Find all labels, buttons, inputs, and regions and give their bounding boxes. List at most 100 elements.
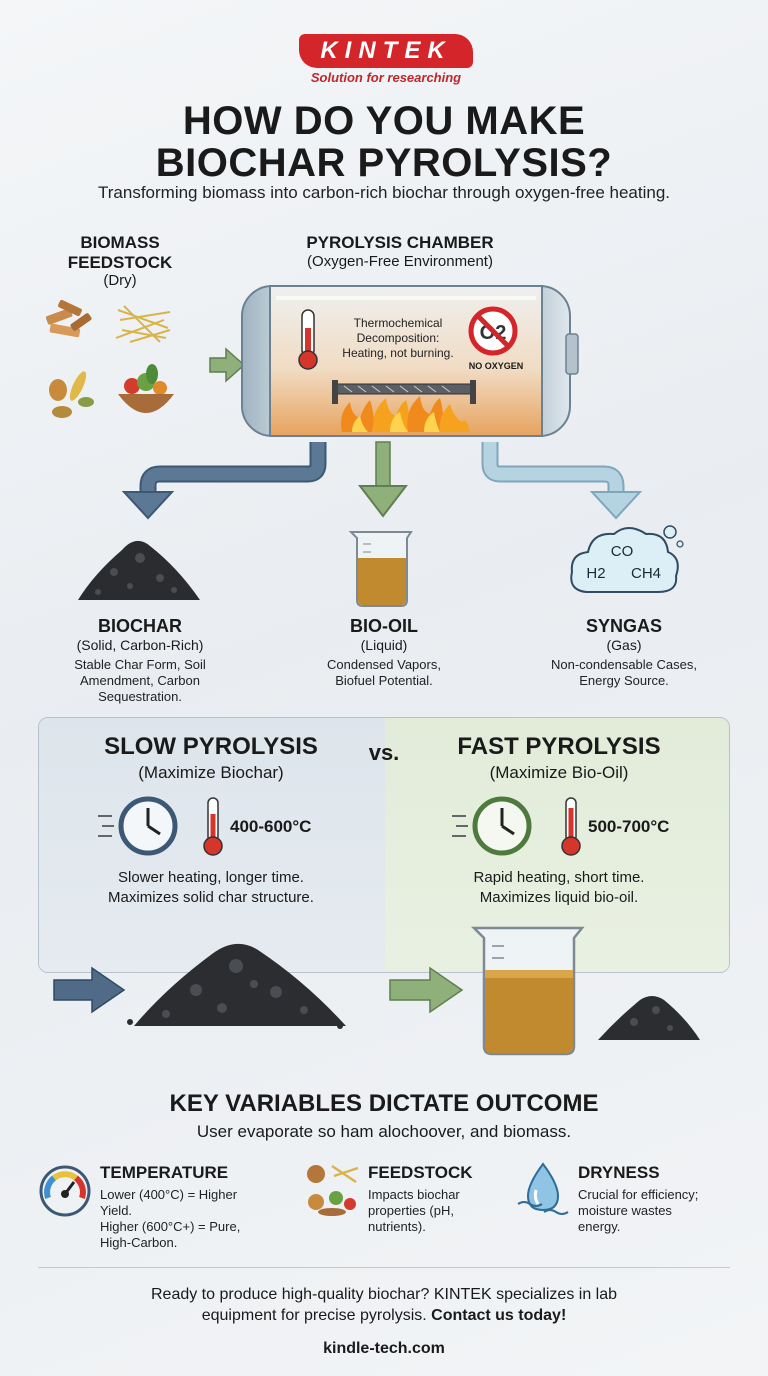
slow-arrow-icon [53,966,126,1014]
title-line-1: HOW DO YOU MAKE [182,99,586,143]
syngas-desc-line-1: Non-condensable Cases, [551,657,697,672]
feedstock-line-2: properties (pH, [368,1203,454,1218]
feedstock-icon [307,1164,359,1216]
dryness-line-3: energy. [578,1219,621,1234]
biooil-arrow-icon [375,441,391,489]
feed-arrow-icon [209,347,246,383]
dryness-line-1: Crucial for efficiency; [578,1187,699,1202]
no-oxygen-icon: O2 [468,306,518,356]
website-link[interactable]: kindle-tech.com [323,1340,445,1357]
feedstock-title-line-1: BIOMASS [80,233,160,252]
syngas-description: Non-condensable Cases, Energy Source. [514,657,734,689]
chamber-note-line-3: Heating, not burning. [342,346,454,360]
biochar-description: Stable Char Form, Soil Amendment, Carbon… [40,657,240,705]
fast-biochar-pile-icon [598,996,700,1040]
gas-co-label: CO [611,543,634,560]
crop-residue-icon [49,371,94,418]
biomass-feedstock-illustration [45,299,174,418]
fast-desc-line-2: Maximizes liquid bio-oil. [479,889,639,906]
fast-title: FAST PYROLYSIS [457,733,661,760]
biochar-desc-line-3: Sequestration. [98,689,182,704]
biooil-description: Condensed Vapors, Biofuel Potential. [284,657,484,689]
slow-desc-line-2: Maximizes solid char structure. [108,889,314,906]
wood-chips-icon [45,299,92,338]
chamber-note-line-1: Thermochemical [353,316,443,330]
cta-line-1: Ready to produce high-quality biochar? K… [150,1286,618,1303]
slow-clock-icon [98,796,178,856]
biooil-beaker-icon [348,531,413,607]
comparison-panel [38,717,730,973]
dryness-description: Crucial for efficiency; moisture wastes … [578,1187,748,1235]
slow-description: Slower heating, longer time. Maximizes s… [48,868,374,908]
vs-label: vs. [368,740,400,765]
biooil-desc-line-2: Biofuel Potential. [335,673,433,688]
brand-tagline: Solution for researching [310,70,462,85]
straw-icon [115,305,171,343]
temperature-line-1: Lower (400°C) = Higher [100,1187,238,1202]
key-variables-subtitle: User evaporate s͏o ham alochoover, and b… [196,1122,572,1141]
chamber-title: PYROLYSIS CHAMBER [306,233,494,252]
flames-icon [341,396,470,432]
biochar-pile-icon [78,540,200,600]
fast-clock-icon [452,796,532,856]
slow-biochar-pile-icon [127,943,346,1029]
slow-thermometer-icon [203,797,223,856]
biooil-subtitle: (Liquid) [360,637,408,653]
feedstock-line-3: nutrients). [368,1219,426,1234]
biochar-desc-line-1: Stable Char Form, Soil [74,657,206,672]
syngas-title: SYNGAS [585,616,663,636]
gas-ch4-label: CH4 [631,565,661,582]
slow-subtitle: (Maximize Biochar) [138,763,284,782]
syngas-desc-line-2: Energy Source. [579,673,669,688]
fast-subtitle: (Maximize Bio-Oil) [489,763,629,782]
feedstock-line-1: Impacts biochar [368,1187,460,1202]
gas-h2-label: H2 [586,565,605,582]
water-drop-icon [517,1162,569,1215]
chamber-note-line-2: Decomposition: [356,331,440,345]
fast-biooil-beaker-icon [470,926,585,1056]
heating-grate-icon [332,380,476,404]
temperature-description: Lower (400°C) = Higher Yield. Higher (60… [100,1187,290,1251]
contact-us-link[interactable]: Contact us today! [431,1307,567,1324]
call-to-action: Ready to produce high-quality biochar? K… [60,1284,708,1326]
food-waste-bowl-icon [118,364,174,413]
biooil-title: BIO-OIL [350,616,418,636]
fast-desc-line-1: Rapid heating, short time. [473,869,645,886]
slow-desc-line-1: Slower heating, longer time. [118,869,304,886]
fast-description: Rapid heating, short time. Maximizes liq… [396,868,722,908]
no-oxygen-label: NO OXYGEN [468,361,524,371]
page-title: HOW DO YOU MAKE BIOCHAR PYROLYSIS? [40,100,728,184]
biooil-desc-line-1: Condensed Vapors, [327,657,441,672]
syngas-cloud-icon: CO H2 CH4 [570,525,684,593]
temperature-line-4: High-Carbon. [100,1235,178,1250]
biochar-subtitle: (Solid, Carbon-Rich) [76,637,204,653]
chamber-thermometer-icon [298,309,318,370]
fast-thermometer-icon [561,797,581,856]
page-subtitle: Transforming biomass into carbon-rich bi… [98,183,670,202]
brand-logo: KINTEK [299,34,473,68]
feedstock-variable-title: FEEDSTOCK [368,1163,473,1182]
biochar-title: BIOCHAR [98,616,182,636]
dryness-line-2: moisture wastes [578,1203,672,1218]
pyrolysis-chamber-illustration: O2 [241,285,579,437]
title-line-2: BIOCHAR PYROLYSIS? [155,141,613,185]
chamber-note: Thermochemical Decomposition: Heating, n… [318,316,478,361]
dryness-title: DRYNESS [578,1163,660,1182]
biochar-desc-line-2: Amendment, Carbon [80,673,200,688]
key-variables-title: KEY VARIABLES DICTATE OUTCOME [169,1090,599,1117]
slow-temperature: 400-600°C [230,817,312,836]
temperature-line-3: Higher (600°C+) = Pure, [100,1219,241,1234]
temperature-gauge-icon [39,1165,91,1217]
temperature-title: TEMPERATURE [100,1163,229,1182]
temperature-line-2: Yield. [100,1203,133,1218]
fast-arrow-icon [389,966,464,1014]
fast-temperature: 500-700°C [588,817,670,836]
feedstock-title-line-2: FEEDSTOCK [67,253,173,272]
cta-line-2: equipment for precise pyrolysis. Contact… [60,1305,708,1326]
output-arrows [121,441,643,520]
feedstock-subtitle: (Dry) [103,272,137,289]
slow-title: SLOW PYROLYSIS [104,733,318,760]
footer-divider [38,1267,730,1268]
chamber-subtitle: (Oxygen-Free Environment) [307,253,493,270]
feedstock-title: BIOMASS FEEDSTOCK [40,233,200,273]
